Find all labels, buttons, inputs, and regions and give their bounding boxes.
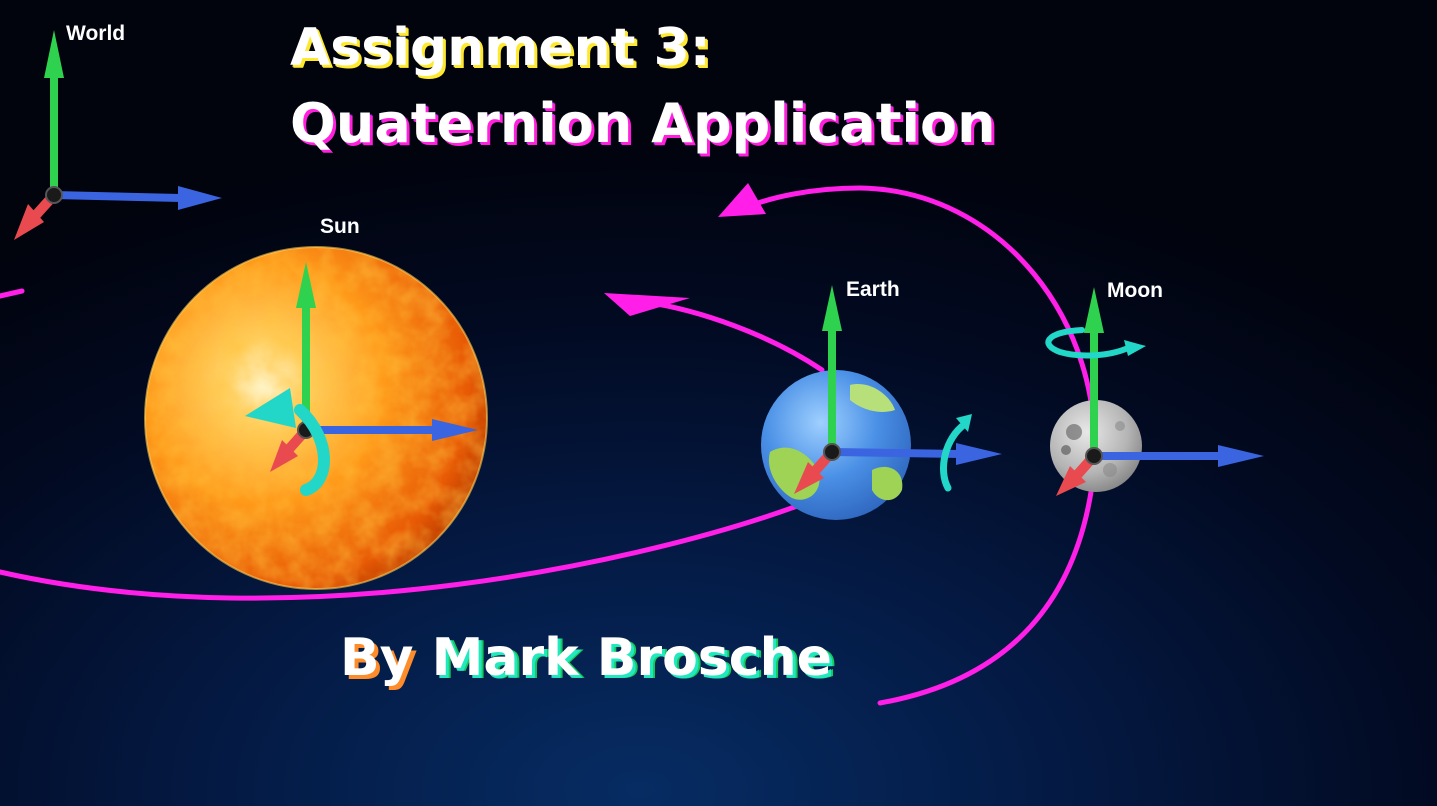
moon-label: Moon — [1107, 279, 1163, 302]
sun-orbit — [0, 502, 803, 601]
earth-rotation-arrowhead — [956, 414, 972, 432]
byline-by: By — [340, 628, 414, 688]
sun-orbit-upper — [642, 299, 825, 373]
earth-label: Earth — [846, 278, 900, 301]
sun-rotation-arrowhead — [245, 388, 296, 428]
earth-axes — [794, 285, 1002, 494]
byline: By Mark Brosche — [340, 628, 832, 688]
sun-rotation-arrow — [294, 404, 330, 496]
sun-orbit-left-stub — [0, 288, 25, 299]
sun-label: Sun — [320, 215, 360, 238]
title-line-1: Assignment 3: — [290, 18, 711, 78]
sun-orbit-arrowhead — [604, 293, 690, 316]
earth-orbit — [747, 185, 1098, 706]
moon-rotation-arrow — [1045, 327, 1131, 359]
moon-axes — [1056, 287, 1264, 496]
byline-name: Mark Brosche — [431, 628, 832, 688]
world-axes — [14, 30, 222, 240]
earth-rotation-arrow — [940, 420, 969, 492]
world-label: World — [66, 22, 126, 45]
sun — [144, 246, 488, 590]
title-line-2: Quaternion Application — [290, 92, 996, 155]
moon-rotation-arrowhead — [1124, 340, 1146, 356]
earth-orbit-arrowhead — [718, 183, 766, 217]
